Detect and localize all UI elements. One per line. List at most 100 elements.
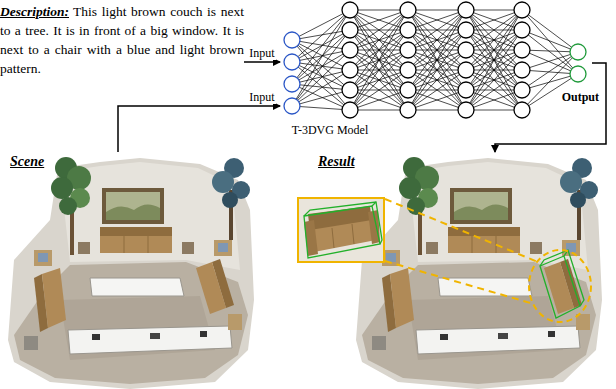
network-link [350, 30, 408, 90]
network-link [522, 50, 578, 52]
network-link [522, 10, 578, 74]
neuron [342, 2, 358, 18]
network-link [466, 90, 522, 110]
network-link [350, 30, 408, 110]
neuron [342, 22, 358, 38]
network-link [408, 30, 466, 110]
network-link [350, 50, 408, 51]
network-link [522, 74, 578, 90]
network-link [466, 10, 522, 30]
network-link [408, 10, 466, 90]
network-link [466, 10, 522, 30]
network-link [522, 52, 578, 90]
network-link [292, 50, 350, 106]
network-link [466, 10, 522, 90]
network-link [408, 10, 466, 70]
network-link [408, 50, 466, 70]
network-link [350, 70, 408, 90]
network-link [292, 40, 350, 50]
network-link [466, 10, 522, 70]
neuron [400, 102, 416, 118]
neuron [284, 76, 300, 92]
network-link [350, 10, 408, 50]
highlight-circle [529, 250, 591, 322]
neuron [342, 62, 358, 78]
neuron [400, 42, 416, 58]
neuron [342, 102, 358, 118]
network-link [408, 70, 466, 110]
zoom-leader [385, 199, 538, 262]
network-link [408, 10, 466, 110]
network-link [292, 70, 350, 84]
network-link [350, 30, 408, 70]
network-link [466, 70, 522, 110]
neuron [284, 54, 300, 70]
network-link [292, 70, 350, 106]
network-link [466, 30, 522, 110]
neuron [400, 62, 416, 78]
network-link [466, 10, 522, 90]
edge-label: Input [248, 46, 275, 60]
network-link [466, 30, 522, 50]
network-link [350, 10, 408, 110]
result-panel: Result [308, 152, 616, 389]
network-link [466, 110, 522, 111]
network-link [408, 10, 466, 90]
network-link [408, 50, 466, 90]
network-link [466, 30, 522, 70]
network-link [408, 110, 466, 111]
network-link [350, 30, 408, 50]
neuron [514, 2, 530, 18]
bounding-box [540, 250, 584, 318]
network-link [466, 10, 522, 50]
network-link [350, 70, 408, 90]
network-link [466, 70, 522, 90]
network-link [350, 10, 408, 30]
network-link [292, 50, 350, 62]
neuron [400, 2, 416, 18]
neuron [458, 22, 474, 38]
network-link [466, 10, 522, 110]
network-link [522, 70, 578, 74]
network-link [350, 50, 408, 70]
neuron [514, 102, 530, 118]
network-link [350, 70, 408, 110]
panel-heading: Scene [10, 154, 44, 170]
description-heading: Description: [0, 4, 69, 19]
network-link [292, 106, 350, 110]
network-link [522, 30, 578, 74]
network-link [466, 10, 522, 110]
network-link [466, 50, 522, 110]
network-link [408, 90, 466, 91]
edge-label: Output [561, 90, 600, 104]
neuron [458, 62, 474, 78]
network-link [350, 30, 408, 110]
neuron [514, 42, 530, 58]
network-link [466, 50, 522, 70]
network-link [292, 30, 350, 40]
network-link [408, 70, 466, 90]
network-link [522, 10, 578, 52]
network-link [292, 30, 350, 62]
network-link [292, 62, 350, 110]
network-link [408, 10, 466, 50]
network-link [522, 30, 578, 52]
network-link [350, 50, 408, 70]
network-link [466, 70, 522, 110]
network-link [408, 70, 466, 110]
flow-arrow [495, 63, 606, 152]
zoom-inset [298, 198, 384, 262]
zoom-leader [385, 261, 534, 304]
network-link [408, 10, 466, 30]
network-link [466, 30, 522, 31]
network-link [466, 30, 522, 110]
network-link [350, 50, 408, 110]
network-link [350, 70, 408, 71]
network-link [466, 70, 522, 71]
network-link [350, 30, 408, 70]
network-link [522, 52, 578, 70]
network-link [408, 50, 466, 51]
neuron [400, 22, 416, 38]
